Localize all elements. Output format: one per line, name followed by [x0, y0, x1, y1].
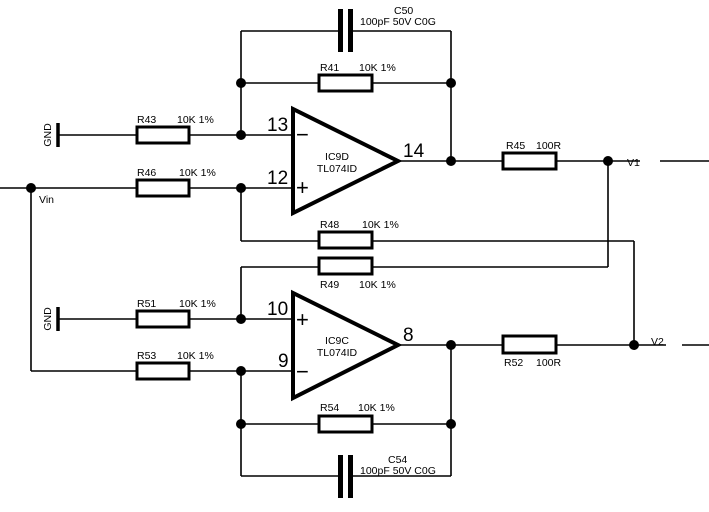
resistor-r52: R52 100R [501, 334, 562, 369]
capacitor-ref: C50 [394, 5, 413, 17]
resistor-r51: R51 10K 1% [135, 298, 216, 329]
pin-number: 10 [267, 299, 288, 320]
capacitor-plate-icon [338, 455, 343, 498]
resistor-ref: R52 [504, 357, 523, 369]
resistor-value: 10K 1% [177, 114, 214, 126]
resistor-value: 10K 1% [177, 350, 214, 362]
resistor-value: 10K 1% [179, 167, 216, 179]
resistor-ref: R48 [320, 219, 339, 231]
opamp-part: TL074ID [317, 347, 358, 359]
resistor-value: 100R [536, 140, 562, 152]
resistor-ref: R46 [137, 167, 156, 179]
pin-number: 14 [403, 141, 425, 162]
resistor-ref: R53 [137, 350, 156, 362]
resistor-value: 10K 1% [362, 219, 399, 231]
resistor-body [501, 151, 558, 171]
junction-dot [446, 78, 456, 88]
resistor-r43: R43 10K 1% [135, 114, 214, 145]
resistor-value: 10K 1% [179, 298, 216, 310]
opamp-triangle-icon [291, 289, 403, 402]
opamp-ref: IC9C [325, 335, 349, 347]
capacitor-value: 100pF 50V C0G [360, 465, 436, 477]
net-label-v1: V1 [627, 157, 640, 169]
resistor-ref: R51 [137, 298, 156, 310]
net-label-v2: V2 [651, 336, 664, 348]
resistor-body [135, 125, 191, 145]
inverting-sign: − [296, 359, 309, 384]
junction-dot [603, 156, 613, 166]
opamp-ic9c: + − IC9C TL074ID 10 9 8 [267, 289, 414, 402]
opamp-part: TL074ID [317, 163, 358, 175]
gnd-symbol-bottom: GND [42, 307, 60, 331]
resistor-body [317, 256, 374, 276]
resistor-value: 10K 1% [358, 402, 395, 414]
resistor-body [501, 334, 558, 355]
junction-dot [629, 340, 639, 350]
junction-dot [236, 419, 246, 429]
inverting-sign: − [296, 122, 309, 147]
junction-dot [236, 366, 246, 376]
resistor-value: 100R [536, 357, 562, 369]
resistor-body [135, 361, 191, 381]
pin-number: 9 [278, 351, 289, 372]
resistor-r54: R54 10K 1% [317, 402, 395, 434]
resistor-ref: R54 [320, 402, 339, 414]
junction-dot [446, 419, 456, 429]
noninverting-sign: + [296, 175, 309, 200]
junction-dot [236, 130, 246, 140]
resistor-r49: R49 10K 1% [317, 256, 396, 291]
junctions [26, 78, 639, 429]
gnd-label: GND [42, 307, 54, 331]
junction-dot [236, 314, 246, 324]
resistor-value: 10K 1% [359, 279, 396, 291]
pin-number: 12 [267, 168, 288, 189]
resistor-ref: R43 [137, 114, 156, 126]
junction-dot [26, 183, 36, 193]
pin-number: 8 [403, 325, 414, 346]
gnd-label: GND [42, 123, 54, 147]
junction-dot [236, 78, 246, 88]
junction-dot [236, 183, 246, 193]
junction-dot [446, 340, 456, 350]
gnd-symbol-top: GND [42, 123, 60, 147]
resistor-r53: R53 10K 1% [135, 350, 214, 381]
resistor-body [317, 230, 374, 250]
resistor-r46: R46 10K 1% [135, 167, 216, 198]
resistor-ref: R45 [506, 140, 525, 152]
wires [0, 30, 709, 477]
pin-number: 13 [267, 115, 288, 136]
opamp-ref: IC9D [325, 151, 349, 163]
resistor-ref: R49 [320, 279, 339, 291]
resistor-body [317, 414, 374, 434]
resistor-r45: R45 100R [501, 140, 562, 171]
capacitor-value: 100pF 50V C0G [360, 16, 436, 28]
net-label-vin: Vin [39, 194, 54, 206]
resistor-body [317, 73, 374, 93]
resistor-body [135, 309, 191, 329]
junction-dot [446, 156, 456, 166]
capacitor-c50: C50 100pF 50V C0G [338, 5, 436, 52]
resistor-ref: R41 [320, 62, 339, 74]
resistor-r48: R48 10K 1% [317, 219, 399, 250]
opamp-ic9d: − + IC9D TL074ID 13 12 14 [267, 105, 425, 217]
capacitor-ref: C54 [388, 454, 407, 466]
noninverting-sign: + [296, 307, 309, 332]
capacitor-c54: C54 100pF 50V C0G [338, 454, 436, 498]
capacitor-plate-icon [348, 455, 353, 498]
resistor-r41: R41 10K 1% [317, 62, 396, 93]
capacitor-plate-icon [338, 9, 343, 52]
opamp-triangle-icon [291, 105, 403, 217]
capacitor-plate-icon [348, 9, 353, 52]
resistor-value: 10K 1% [359, 62, 396, 74]
resistor-body [135, 178, 191, 198]
